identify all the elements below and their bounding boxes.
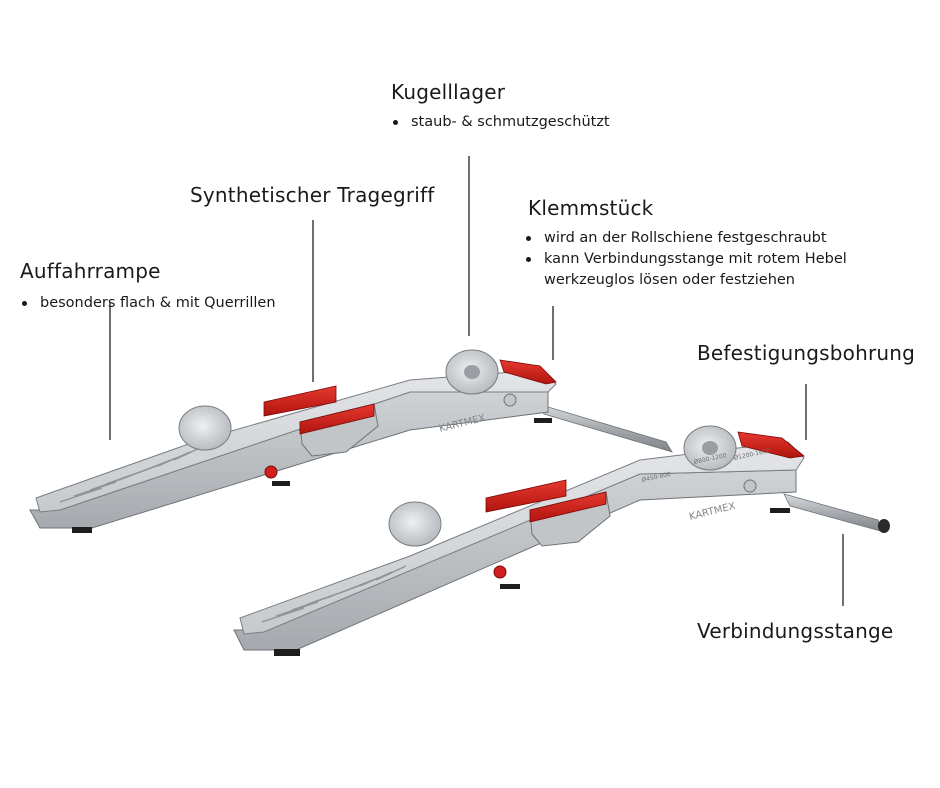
leader-lines [109,156,844,606]
foot-pad-back-2 [272,481,290,486]
foot-pad-front-2 [500,584,520,589]
callout-kugellager: Kugelllager staub- & schmutzgeschützt [391,80,610,133]
callout-auffahrrampe-bullets: besonders flach & mit Querrillen [20,293,276,314]
handle-top-back [263,385,337,417]
foot-pad-back-1 [72,527,92,533]
callout-klemmstueck: Klemmstück wird an der Rollschiene festg… [525,196,847,291]
callout-kugellager-bullets: staub- & schmutzgeschützt [391,112,610,133]
clamp-back [499,359,557,385]
callout-tragegriff-title: Synthetischer Tragegriff [190,183,435,207]
rail-front: KARTMEX Ø450-800 Ø800-1200 Ø1200-1600 [233,425,805,656]
callout-auffahrrampe-title: Auffahrrampe [20,259,161,283]
callout-tragegriff: Synthetischer Tragegriff [190,183,435,207]
connecting-rod-front [783,493,890,533]
bullet-item: wird an der Rollschiene festgeschraubt [524,228,847,249]
bullet-item: staub- & schmutzgeschützt [391,112,610,133]
callout-kugellager-title: Kugelllager [391,80,506,104]
callout-bohrung: Befestigungsbohrung [697,341,915,365]
connecting-rod-rear [537,403,673,453]
wheel-front-front [388,501,442,547]
ramp-grooves-front [261,565,407,623]
rail-back: KARTMEX [29,349,557,533]
bullet-item: besonders flach & mit Querrillen [20,293,276,314]
callout-klemmstueck-bullets: wird an der Rollschiene festgeschraubt k… [524,228,847,291]
handle-top-front [485,479,567,513]
foot-pad-front-3 [770,508,790,513]
callout-bohrung-title: Befestigungsbohrung [697,341,916,365]
callout-stange-title: Verbindungsstange [697,619,894,643]
callout-stange: Verbindungsstange [697,619,893,643]
clamp-front [737,431,805,459]
foot-pad-front-1 [274,649,300,656]
foot-pad-back-3 [534,418,552,423]
callout-auffahrrampe: Auffahrrampe besonders flach & mit Querr… [20,259,276,314]
brand-mark-front: KARTMEX [688,501,737,523]
callout-klemmstueck-title: Klemmstück [528,196,654,220]
wheel-back-front [178,405,232,451]
